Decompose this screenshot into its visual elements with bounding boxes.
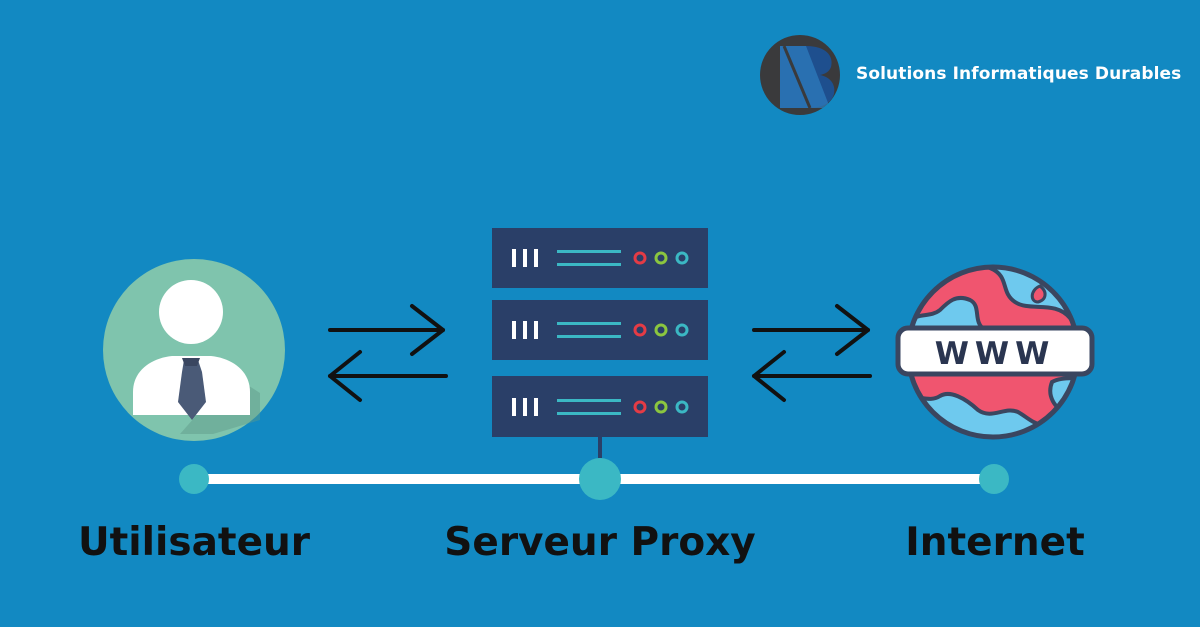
www-badge: WWW — [935, 336, 1056, 372]
internet-connector-dot — [979, 464, 1009, 494]
globe-icon: WWW — [895, 264, 1095, 440]
internet-label: Internet — [905, 520, 1085, 565]
proxy-connector-dot — [579, 458, 621, 500]
brand-name: Solutions Informatiques Durables — [856, 64, 1182, 84]
user-icon — [103, 259, 285, 441]
bidirectional-arrows-icon — [752, 304, 872, 402]
user-connector-dot — [179, 464, 209, 494]
server-unit — [492, 228, 708, 288]
brand-logo-icon — [760, 35, 840, 115]
connection-line — [179, 437, 1009, 500]
server-unit — [492, 300, 708, 360]
bidirectional-arrows-icon — [328, 304, 448, 402]
proxy-label: Serveur Proxy — [444, 520, 756, 565]
server-unit — [492, 376, 708, 437]
server-rack-icon — [492, 228, 708, 437]
user-label: Utilisateur — [77, 520, 311, 565]
